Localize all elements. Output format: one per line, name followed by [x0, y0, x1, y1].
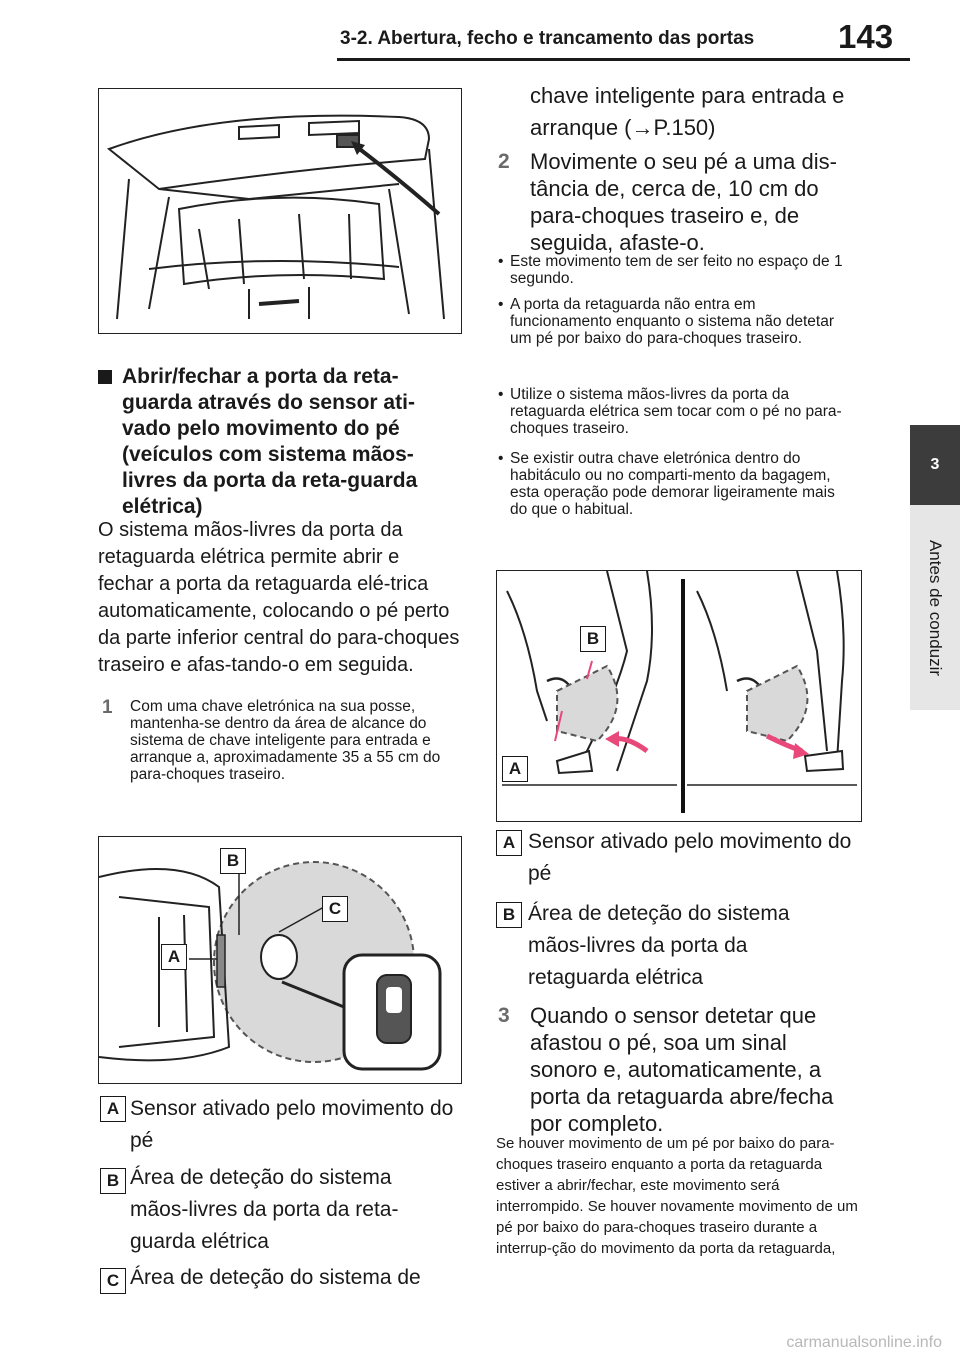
- figure2-label-b: B: [220, 848, 246, 874]
- legend-text-b: Área de deteção do sistema mãos-livres d…: [130, 1166, 399, 1253]
- arrow-toward-icon: [605, 731, 619, 747]
- chapter-title: Antes de conduzir: [926, 539, 945, 676]
- bullet-2: A porta da retaguarda não entra em funci…: [498, 296, 850, 347]
- chapter-title-tab: Antes de conduzir: [910, 505, 960, 710]
- foot-sensor: [216, 934, 226, 988]
- step-3-text: Quando o sensor detetar que afastou o pé…: [530, 1003, 834, 1136]
- legend-label-c: C: [100, 1268, 126, 1294]
- bullet-1: Este movimento tem de ser feito no espaç…: [498, 253, 850, 287]
- legend-label-a: A: [100, 1096, 126, 1122]
- right-legend-label-a: A: [496, 830, 522, 856]
- continuation-text: chave inteligente para entrada e arranqu…: [530, 83, 845, 140]
- legend-label-b: B: [100, 1168, 126, 1194]
- detection-area-drawing: [99, 861, 442, 1071]
- detection-area-right: [746, 664, 809, 743]
- figure-foot-movement: [496, 570, 862, 822]
- figure2-label-a: A: [161, 944, 187, 970]
- bullet-4: Se existir outra chave eletrónica dentro…: [498, 450, 850, 518]
- step-1-text: Com uma chave eletrónica na sua posse, m…: [130, 698, 441, 783]
- right-legend-text-b: Área de deteção do sistema mãos-livres d…: [528, 902, 790, 989]
- intro-paragraph: O sistema mãos-livres da porta da retagu…: [98, 519, 460, 676]
- legend-text-c: Área de deteção do sistema de: [130, 1266, 421, 1289]
- section-heading: Abrir/fechar a porta da reta-guarda atra…: [98, 364, 458, 520]
- foot-right: [803, 749, 845, 773]
- right-legend-label-b: B: [496, 902, 522, 928]
- header-rule: [337, 58, 910, 61]
- tailgate-drawing: [106, 114, 445, 320]
- figure-tailgate-illustration: [98, 88, 462, 334]
- legend-text-a: Sensor ativado pelo movimento do pé: [130, 1097, 454, 1152]
- arrow-away-icon: [793, 743, 809, 759]
- bullet-3: Utilize o sistema mãos-livres da porta d…: [498, 386, 850, 437]
- watermark: carmanualsonline.info: [786, 1334, 942, 1351]
- figure2-label-c: C: [322, 896, 348, 922]
- step-2-text: Movimente o seu pé a uma dis-tância de, …: [530, 149, 837, 255]
- figure3-label-b: B: [580, 626, 606, 652]
- step-3-number: 3: [498, 1004, 510, 1027]
- figure3-label-a: A: [502, 756, 528, 782]
- header-title: 3-2. Abertura, fecho e trancamento das p…: [340, 28, 755, 49]
- foot-left: [555, 749, 594, 775]
- divider-line: [681, 579, 685, 813]
- step-2-number: 2: [498, 150, 510, 173]
- closing-paragraph: Se houver movimento de um pé por baixo d…: [496, 1135, 858, 1257]
- detection-area-left: [556, 664, 619, 743]
- foot-movement-drawing: [502, 571, 857, 813]
- chapter-number-tab: 3: [910, 425, 960, 505]
- page-number: 143: [838, 18, 894, 55]
- right-legend-text-a: Sensor ativado pelo movimento do pé: [528, 830, 852, 885]
- step-1-number: 1: [102, 697, 113, 718]
- figure-detection-area-top-view: [98, 836, 462, 1084]
- heading-square-icon: [98, 370, 112, 384]
- section-heading-text: Abrir/fechar a porta da reta-guarda atra…: [122, 365, 418, 518]
